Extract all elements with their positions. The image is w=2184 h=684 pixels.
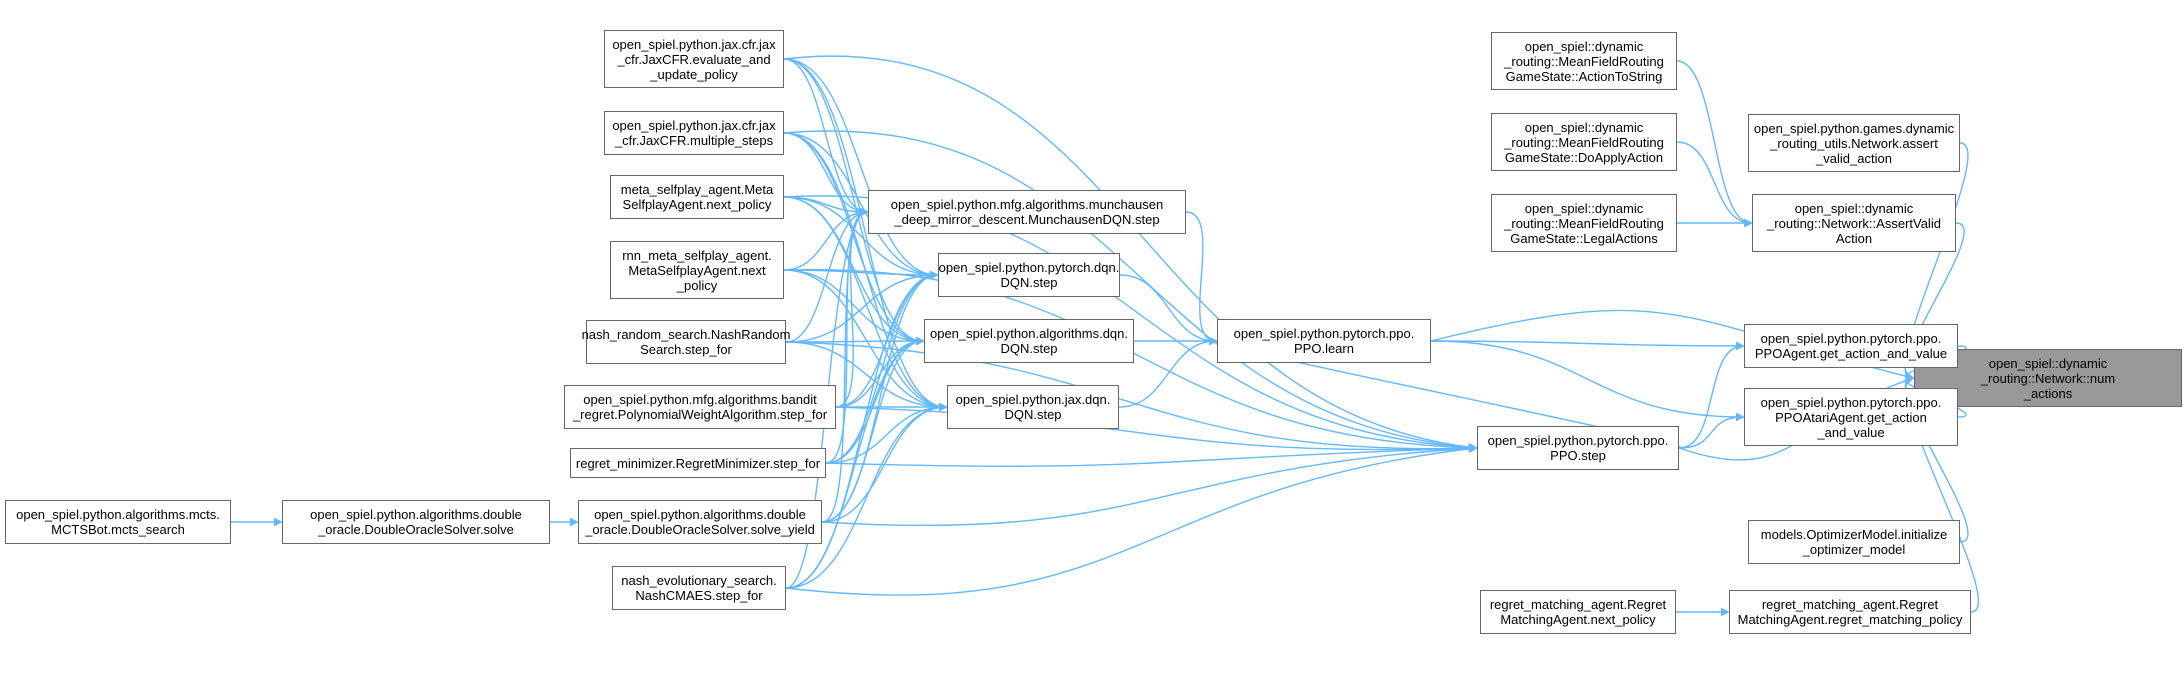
node-rnn-meta-selfplay-next-policy[interactable]: rnn_meta_selfplay_agent. MetaSelfplayAge… [610, 241, 784, 299]
call-edge-n21-to-n15 [785, 341, 923, 342]
call-edge-n19-to-n16 [783, 196, 946, 407]
call-edge-n11-to-n7 [1430, 340, 1743, 417]
call-edge-n14-to-n11 [1119, 274, 1216, 341]
node-do-apply-action[interactable]: open_spiel::dynamic _routing::MeanFieldR… [1491, 113, 1677, 171]
node-double-oracle-solve-yield[interactable]: open_spiel.python.algorithms.double _ora… [578, 500, 822, 544]
node-action-to-string[interactable]: open_spiel::dynamic _routing::MeanFieldR… [1491, 32, 1677, 90]
node-nash-random-search-step-for[interactable]: nash_random_search.NashRandom Search.ste… [582, 320, 790, 364]
node-ppoagent-get-action-and-value[interactable]: open_spiel.python.pytorch.ppo. PPOAgent.… [1744, 324, 1958, 368]
call-edge-n20-to-n14 [783, 269, 937, 275]
node-jaxcfr-multiple-steps[interactable]: open_spiel.python.jax.cfr.jax _cfr.JaxCF… [604, 111, 784, 155]
call-edge-n20-to-n13 [783, 212, 867, 271]
node-regret-matching-policy[interactable]: regret_matching_agent.Regret MatchingAge… [1729, 590, 1971, 634]
node-polynomial-weight-step-for[interactable]: open_spiel.python.mfg.algorithms.bandit … [564, 385, 836, 429]
call-edge-n2-to-n0 [1904, 222, 1965, 378]
node-network-assert-valid-action[interactable]: open_spiel::dynamic _routing::Network::A… [1752, 194, 1956, 252]
node-nash-cmaes-step-for[interactable]: nash_evolutionary_search. NashCMAES.step… [612, 566, 786, 610]
call-edge-n24-to-n15 [821, 341, 923, 523]
node-algorithms-dqn-step[interactable]: open_spiel.python.algorithms.dqn. DQN.st… [924, 319, 1134, 363]
call-edge-n17-to-n16 [783, 58, 946, 407]
call-edge-n20-to-n15 [783, 269, 923, 341]
call-edge-n23-to-n12 [825, 448, 1476, 467]
node-network-num-actions: open_spiel::dynamic _routing::Network::n… [1914, 349, 2182, 407]
call-edge-n16-to-n11 [1118, 341, 1216, 408]
call-edge-n25-to-n16 [785, 407, 946, 589]
node-regret-minimizer-step-for[interactable]: regret_minimizer.RegretMinimizer.step_fo… [570, 448, 826, 478]
node-jax-dqn-step[interactable]: open_spiel.python.jax.dqn. DQN.step [947, 385, 1119, 429]
call-edge-n22-to-n15 [835, 341, 923, 408]
call-edge-n4-to-n2 [1676, 141, 1751, 223]
node-initialize-optimizer-model[interactable]: models.OptimizerModel.initialize _optimi… [1748, 520, 1960, 564]
call-edge-n17-to-n14 [783, 58, 937, 275]
call-edge-n17-to-n13 [783, 58, 867, 212]
node-double-oracle-solve[interactable]: open_spiel.python.algorithms.double _ora… [282, 500, 550, 544]
node-jaxcfr-evaluate-and-update-policy[interactable]: open_spiel.python.jax.cfr.jax _cfr.JaxCF… [604, 30, 784, 88]
node-mcts-search[interactable]: open_spiel.python.algorithms.mcts. MCTSB… [5, 500, 231, 544]
call-edge-n20-to-n16 [783, 269, 946, 407]
call-edge-n12-to-n6 [1678, 346, 1743, 449]
call-edge-n18-to-n14 [783, 132, 937, 275]
call-edge-n21-to-n12 [785, 341, 1476, 449]
call-edge-n18-to-n16 [783, 132, 946, 407]
call-edge-n18-to-n12 [783, 130, 1476, 448]
call-edge-n17-to-n15 [783, 58, 923, 341]
call-edge-n22-to-n12 [835, 406, 1476, 450]
node-munchausen-dqn-step[interactable]: open_spiel.python.mfg.algorithms.munchau… [868, 190, 1186, 234]
call-edge-n12-to-n7 [1678, 417, 1743, 449]
node-ppoatariagent-get-action-and-value[interactable]: open_spiel.python.pytorch.ppo. PPOAtariA… [1744, 388, 1958, 446]
node-ppo-step[interactable]: open_spiel.python.pytorch.ppo. PPO.step [1477, 426, 1679, 470]
node-regret-matching-next-policy[interactable]: regret_matching_agent.Regret MatchingAge… [1480, 590, 1676, 634]
call-edge-n24-to-n13 [821, 212, 867, 523]
call-edge-n19-to-n14 [783, 196, 937, 275]
call-edge-n25-to-n12 [785, 448, 1476, 596]
call-edge-n23-to-n16 [825, 407, 946, 464]
call-edge-n11-to-n6 [1430, 340, 1743, 346]
call-edge-n23-to-n14 [825, 275, 937, 464]
node-pytorch-dqn-step[interactable]: open_spiel.python.pytorch.dqn. DQN.step [938, 253, 1120, 297]
call-edge-n21-to-n14 [785, 275, 937, 343]
node-ppo-learn[interactable]: open_spiel.python.pytorch.ppo. PPO.learn [1217, 319, 1431, 363]
node-legal-actions[interactable]: open_spiel::dynamic _routing::MeanFieldR… [1491, 194, 1677, 252]
call-edge-n3-to-n2 [1676, 60, 1751, 223]
node-py-network-assert-valid-action[interactable]: open_spiel.python.games.dynamic _routing… [1748, 114, 1960, 172]
call-edge-n21-to-n16 [785, 341, 946, 407]
call-edge-n17-to-n12 [783, 55, 1476, 448]
call-edge-n24-to-n12 [821, 448, 1476, 527]
call-edge-n21-to-n13 [785, 212, 867, 343]
node-meta-selfplay-next-policy[interactable]: meta_selfplay_agent.Meta SelfplayAgent.n… [610, 175, 784, 219]
